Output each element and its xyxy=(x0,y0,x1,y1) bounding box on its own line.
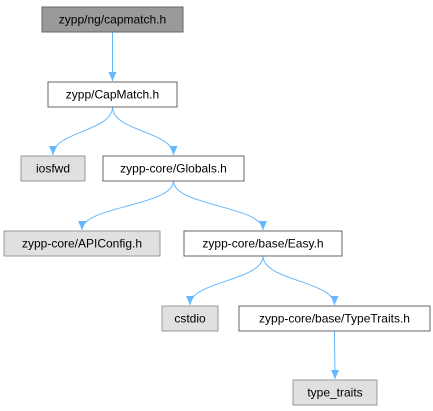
node-box xyxy=(20,155,86,182)
node-label: zypp-core/Globals.h xyxy=(120,162,227,176)
node-box xyxy=(183,230,343,257)
edge-CapMatch-h-to-Globals-h xyxy=(112,106,178,156)
node-label: type_traits xyxy=(307,386,362,400)
node-label: zypp-core/APIConfig.h xyxy=(22,237,142,251)
node-Globals-h[interactable]: zypp-core/Globals.h xyxy=(102,155,245,182)
node-cstdio: cstdio xyxy=(161,305,219,332)
node-CapMatch-h[interactable]: zypp/CapMatch.h xyxy=(47,81,178,108)
node-label: zypp/ng/capmatch.h xyxy=(59,13,166,27)
edges-layer xyxy=(49,31,339,380)
node-type_traits: type_traits xyxy=(292,379,378,406)
edge-Easy-h-to-cstdio xyxy=(186,255,264,306)
node-label: cstdio xyxy=(174,312,206,326)
node-label: zypp/CapMatch.h xyxy=(66,88,159,102)
node-APIConfig-h: zypp-core/APIConfig.h xyxy=(3,230,161,257)
node-label: zypp-core/base/TypeTraits.h xyxy=(259,312,410,326)
edge-Globals-h-to-APIConfig-h xyxy=(78,180,174,231)
node-label: iosfwd xyxy=(36,162,70,176)
node-Easy-h[interactable]: zypp-core/base/Easy.h xyxy=(183,230,343,257)
node-box xyxy=(238,305,431,332)
edge-Easy-h-to-TypeTraits-h xyxy=(262,255,339,306)
node-box xyxy=(292,379,378,406)
node-box xyxy=(102,155,245,182)
node-TypeTraits-h[interactable]: zypp-core/base/TypeTraits.h xyxy=(238,305,431,332)
nodes-layer: zypp/ng/capmatch.h zypp/CapMatch.h iosfwd z… xyxy=(3,6,431,406)
edge-CapMatch-h-to-iosfwd xyxy=(49,106,113,156)
node-capmatch-h[interactable]: zypp/ng/capmatch.h xyxy=(41,6,184,33)
node-box xyxy=(161,305,219,332)
node-label: zypp-core/base/Easy.h xyxy=(202,237,323,251)
edge-Globals-h-to-Easy-h xyxy=(173,180,267,231)
node-box xyxy=(41,6,184,33)
edge-TypeTraits-h-to-type_traits xyxy=(330,330,339,380)
node-box xyxy=(3,230,161,257)
node-box xyxy=(47,81,178,108)
node-iosfwd: iosfwd xyxy=(20,155,86,182)
